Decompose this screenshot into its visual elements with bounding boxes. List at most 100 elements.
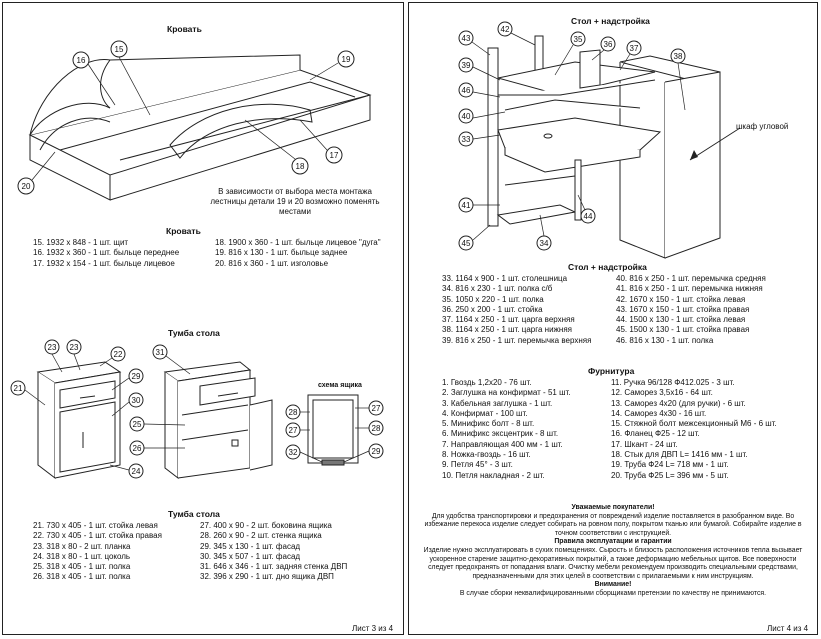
list-item: 14. Саморез 4х30 - 16 шт.	[611, 408, 707, 418]
list-item: 33. 1164 х 900 - 1 шт. столешница	[442, 274, 568, 283]
callout-23b: 23	[70, 343, 79, 352]
notice-block: Уважаемые покупатели! Для удобства транс…	[411, 504, 815, 599]
bed-note-2: лестницы детали 19 и 20 возможно поменят…	[210, 197, 380, 206]
list-item: 46. 816 х 130 - 1 шт. полка	[616, 335, 714, 345]
desk-parts-left: 33. 1164 х 900 - 1 шт. столешница 34. 81…	[442, 274, 591, 346]
list-item: 16. Фланец Ф25 - 12 шт.	[611, 429, 700, 439]
list-item: 41. 816 х 250 - 1 шт. перемычка нижняя	[616, 284, 763, 294]
notice-line: точном соответствии с инструкцией.	[554, 529, 672, 537]
callout-30: 30	[132, 396, 141, 405]
list-item: 29. 345 х 130 - 1 шт. фасад	[200, 541, 301, 551]
page-label-left: Лист 3 из 4	[352, 624, 394, 633]
rules-line: предназначенными для этих целей в соотве…	[472, 572, 754, 580]
callout-16: 16	[77, 56, 86, 65]
list-item: 3. Кабельная заглушка - 1 шт.	[442, 398, 553, 408]
sheet-page-3	[2, 2, 404, 635]
list-item: 18. 1900 х 360 - 1 шт. быльце лицевое "д…	[215, 238, 381, 247]
callout-19: 19	[342, 55, 351, 64]
list-item: 37. 1164 х 250 - 1 шт. царга верхняя	[442, 315, 575, 325]
callout-23: 23	[48, 343, 57, 352]
bed-parts-left: 15. 1932 х 848 - 1 шт. щит 16. 1932 х 36…	[33, 238, 179, 269]
callout-35: 35	[574, 35, 583, 44]
drawer-scheme-title: схема ящика	[318, 382, 362, 389]
list-item: 39. 816 х 250 - 1 шт. перемычка верхняя	[442, 335, 592, 345]
list-item: 16. 1932 х 360 - 1 шт. быльце переднее	[33, 248, 180, 258]
callout-34: 34	[540, 239, 549, 248]
callout-21: 21	[14, 384, 23, 393]
list-item: 42. 1670 х 150 - 1 шт. стойка левая	[616, 294, 746, 304]
callout-46: 46	[462, 86, 471, 95]
list-item: 32. 396 х 290 - 1 шт. дно ящика ДВП	[200, 572, 334, 582]
callout-28: 28	[289, 408, 298, 417]
callout-43: 43	[462, 34, 471, 43]
list-item: 9. Петля 45° - 3 шт.	[442, 460, 513, 470]
desk-drawing-title: Стол + надстройка	[571, 16, 650, 26]
list-item: 22. 730 х 405 - 1 шт. стойка правая	[33, 531, 162, 541]
list-item: 5. Минификс болт - 8 шт.	[442, 419, 535, 429]
list-item: 26. 318 х 405 - 1 шт. полка	[33, 572, 131, 582]
callout-40: 40	[462, 112, 471, 121]
list-item: 6. Минификс эксцентрик - 8 шт.	[442, 429, 559, 439]
notice-line: Для удобства транспортировки и предохран…	[431, 512, 795, 520]
callout-29b: 29	[372, 447, 381, 456]
list-item: 15. Стяжной болт межсекционный М6 - 6 шт…	[611, 419, 777, 429]
list-item: 38. 1164 х 250 - 1 шт. царга нижняя	[442, 325, 572, 335]
list-item: 24. 318 х 80 - 1 шт. цоколь	[33, 551, 131, 561]
notice-line: избежание перекоса изделие следует собир…	[424, 521, 802, 529]
list-item: 19. Труба Ф24 L= 718 мм - 1 шт.	[611, 460, 729, 470]
list-item: 10. Петля накладная - 2 шт.	[442, 470, 545, 480]
page-label-right: Лист 4 из 4	[767, 624, 809, 633]
callout-27: 27	[289, 426, 298, 435]
list-item: 13. Саморез 4х20 (для ручки) - 6 шт.	[611, 398, 746, 408]
list-item: 17. 1932 х 154 - 1 шт. быльце лицевое	[33, 258, 175, 268]
callout-20: 20	[22, 182, 31, 191]
callout-33: 33	[462, 135, 471, 144]
desk-parts-right: 40. 816 х 250 - 1 шт. перемычка средняя …	[616, 274, 766, 346]
callout-42: 42	[501, 25, 510, 34]
callout-27b: 27	[372, 404, 381, 413]
cabinet-parts-right: 27. 400 х 90 - 2 шт. боковина ящика 28. …	[200, 521, 347, 583]
bed-drawing-title: Кровать	[167, 24, 202, 34]
notice-title: Уважаемые покупатели!	[571, 504, 655, 511]
callout-39: 39	[462, 61, 471, 70]
cabinet-parts-left: 21. 730 х 405 - 1 шт. стойка левая 22. 7…	[33, 521, 162, 583]
callout-25: 25	[133, 420, 142, 429]
list-item: 36. 250 х 200 - 1 шт. стойка	[442, 304, 543, 314]
rules-line: следует предохранять от попадания влаги.…	[428, 564, 798, 572]
list-item: 20. 816 х 360 - 1 шт. изголовье	[215, 258, 329, 268]
list-item: 40. 816 х 250 - 1 шт. перемычка средняя	[616, 274, 766, 283]
list-item: 43. 1670 х 150 - 1 шт. стойка правая	[616, 304, 750, 314]
list-item: 7. Направляющая 400 мм - 1 шт.	[442, 439, 563, 449]
callout-41: 41	[462, 201, 471, 210]
desk-list-title: Стол + надстройка	[568, 262, 647, 272]
callout-38: 38	[674, 52, 683, 61]
callout-17: 17	[330, 151, 339, 160]
callout-36: 36	[604, 40, 613, 49]
list-item: 45. 1500 х 130 - 1 шт. стойка правая	[616, 325, 750, 335]
list-item: 8. Ножка-гвоздь - 16 шт.	[442, 450, 531, 460]
callout-24: 24	[132, 467, 141, 476]
cabinet-drawing-title: Тумба стола	[168, 328, 220, 338]
list-item: 12. Саморез 3,5х16 - 64 шт.	[611, 388, 713, 398]
list-item: 18. Стык для ДВП L= 1416 мм - 1 шт.	[611, 450, 748, 460]
list-item: 23. 318 х 80 - 2 шт. планка	[33, 541, 131, 551]
sheet-page-4	[408, 2, 818, 635]
callout-18: 18	[296, 162, 305, 171]
list-item: 4. Конфирмат - 100 шт.	[442, 408, 528, 418]
list-item: 30. 345 х 507 - 1 шт. фасад	[200, 551, 301, 561]
callout-32: 32	[289, 448, 298, 457]
bed-parts-right: 18. 1900 х 360 - 1 шт. быльце лицевое "д…	[215, 238, 381, 269]
attention-title: Внимание!	[594, 581, 632, 589]
list-item: 35. 1050 х 220 - 1 шт. полка	[442, 294, 544, 304]
bed-note-3: местами	[279, 207, 311, 216]
callout-26: 26	[133, 444, 142, 453]
callout-45: 45	[462, 239, 471, 248]
callout-28b: 28	[372, 424, 381, 433]
list-item: 21. 730 х 405 - 1 шт. стойка левая	[33, 521, 158, 530]
list-item: 31. 646 х 346 - 1 шт. задняя стенка ДВП	[200, 562, 348, 572]
callout-22: 22	[114, 350, 123, 359]
callout-44: 44	[584, 212, 593, 221]
list-item: 20. Труба Ф25 L= 396 мм - 5 шт.	[611, 470, 729, 480]
